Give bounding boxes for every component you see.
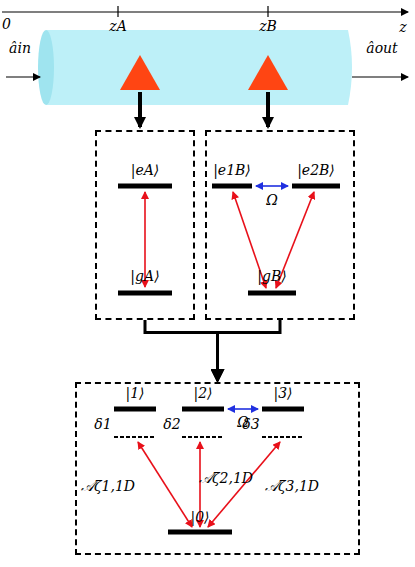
state-label: |0⟩ [190, 510, 209, 524]
axis-tick-label: 0 [2, 17, 11, 31]
field-operator: âout [366, 41, 397, 55]
state-label: |2⟩ [193, 386, 212, 400]
detuning-label: δ1 [94, 417, 111, 431]
axis-label: z [399, 20, 406, 34]
coupling-label: 𝒜ζ1,1D [81, 479, 135, 493]
level-scheme-box: |e1B⟩ |e2B⟩ Ω |gB⟩ [205, 130, 355, 320]
state-label: |gB⟩ [257, 269, 286, 283]
coupling-label: 𝒜ζ3,1D [265, 479, 319, 493]
coupling-label: 𝒜ζ2,1D [199, 471, 253, 485]
state-label: |1⟩ [125, 386, 144, 400]
state-label: |eA⟩ [131, 163, 160, 177]
state-label: |gA⟩ [130, 269, 159, 283]
combined-level-box: |1⟩|2⟩|3⟩δ1δ2δ3Ω𝒜ζ1,1D𝒜ζ2,1D𝒜ζ3,1D|0⟩ [75, 382, 360, 555]
coupling-label: Ω [237, 415, 249, 429]
state-label: |e1B⟩ [213, 163, 251, 177]
level-scheme-box: |eA⟩ |gA⟩ [95, 130, 195, 320]
state-label: |e2B⟩ [297, 163, 335, 177]
axis-tick-label: zA [109, 19, 127, 33]
detuning-label: δ2 [163, 417, 180, 431]
merge-connector [218, 320, 281, 381]
coupling-label: Ω [266, 193, 278, 207]
merge-connector [145, 320, 218, 381]
state-label: |3⟩ [273, 386, 292, 400]
field-operator: âin [9, 41, 31, 55]
axis-tick-label: zB [259, 19, 277, 33]
